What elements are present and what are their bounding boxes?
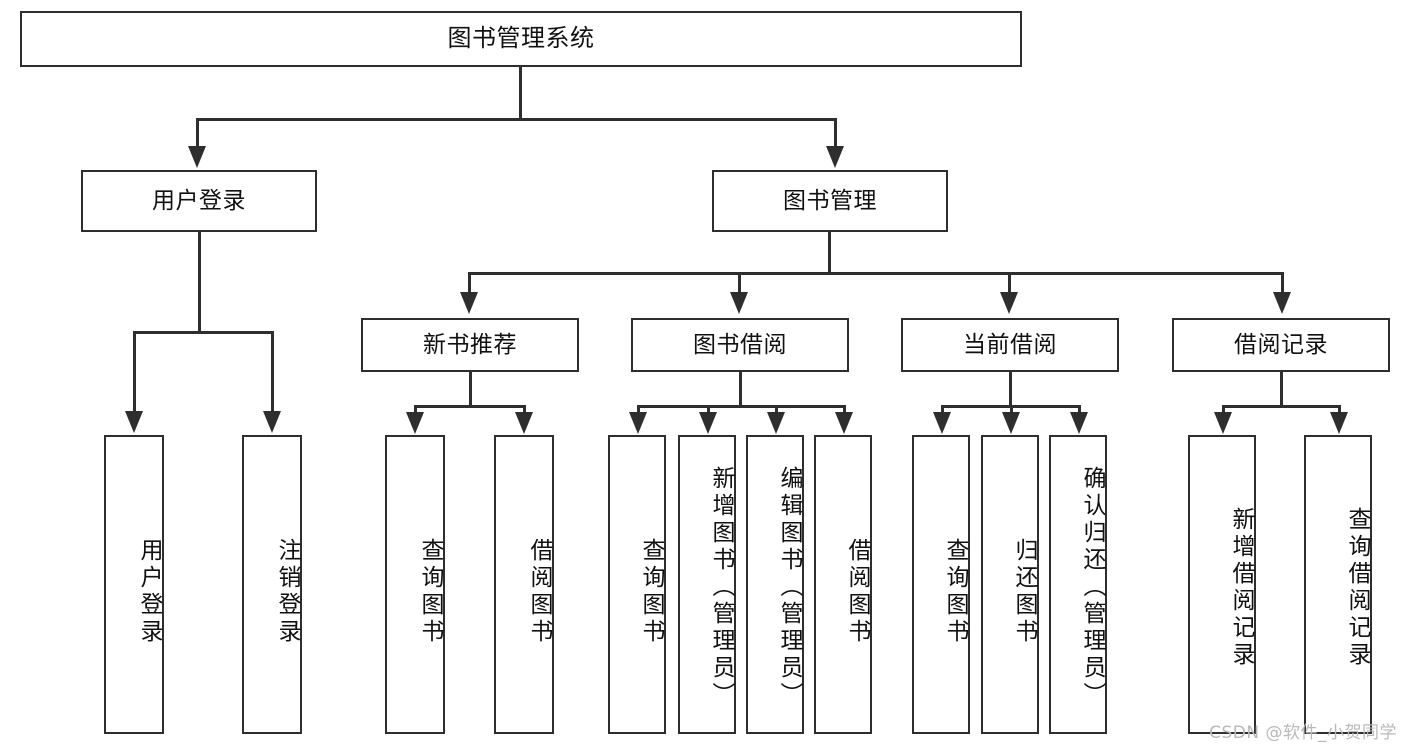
connector-current-borrow-drop-2	[1010, 405, 1013, 415]
connector-root-stem	[519, 67, 522, 120]
node-label: 借阅图书	[844, 537, 870, 646]
connector-borrow-record-drop-2	[1338, 405, 1341, 415]
leaf-edit-book-admin[interactable]: 编辑图书（管理员）	[746, 435, 804, 734]
arrow-to-user-login-leaf	[125, 411, 143, 433]
node-user-login[interactable]: 用户登录	[81, 170, 317, 232]
connector-level1-drop-left	[196, 118, 199, 146]
arrow-to-current-borrow-leaf-1	[933, 412, 951, 434]
arrow-to-current-borrow-leaf-3	[1070, 412, 1088, 434]
connector-level1-bus	[196, 118, 837, 121]
connector-level2-bus	[468, 272, 1284, 275]
node-borrow-record[interactable]: 借阅记录	[1172, 318, 1390, 372]
connector-borrow-record-drop-1	[1222, 405, 1225, 415]
arrow-to-new-book-recommend	[460, 292, 478, 314]
node-label: 确认归还（管理员）	[1079, 466, 1105, 709]
node-label: 图书管理系统	[447, 24, 595, 53]
connector-current-borrow-stem	[1009, 372, 1012, 407]
connector-user-login-bus	[133, 331, 273, 334]
arrow-to-book-management	[826, 146, 844, 168]
arrow-to-book-borrow	[730, 292, 748, 314]
arrow-to-user-login	[188, 146, 206, 168]
leaf-confirm-return-admin[interactable]: 确认归还（管理员）	[1049, 435, 1107, 734]
arrow-to-book-borrow-leaf-3	[767, 412, 785, 434]
node-label: 图书借阅	[693, 331, 787, 358]
connector-borrow-record-stem	[1280, 372, 1283, 407]
arrow-to-borrow-record-leaf-1	[1214, 412, 1232, 434]
node-label: 编辑图书（管理员）	[776, 466, 802, 709]
node-label: 新增图书（管理员）	[708, 466, 734, 709]
connector-user-login-drop-1	[133, 331, 136, 413]
connector-book-borrow-drop-1	[637, 405, 640, 415]
connector-level2-drop-3	[1008, 272, 1011, 294]
node-label: 用户登录	[136, 537, 162, 646]
node-label: 查询图书	[638, 537, 664, 646]
node-label: 新增借阅记录	[1228, 506, 1254, 669]
arrow-to-book-borrow-leaf-2	[699, 412, 717, 434]
node-label: 用户登录	[152, 187, 246, 214]
leaf-query-borrow-record[interactable]: 查询借阅记录	[1304, 435, 1372, 734]
node-label: 注销登录	[274, 537, 300, 646]
connector-book-borrow-drop-2	[707, 405, 710, 415]
connector-current-borrow-drop-3	[1078, 405, 1081, 415]
leaf-query-book-current[interactable]: 查询图书	[912, 435, 970, 734]
node-label: 借阅图书	[526, 537, 552, 646]
connector-level2-drop-1	[468, 272, 471, 294]
leaf-add-borrow-record[interactable]: 新增借阅记录	[1188, 435, 1256, 734]
arrow-to-borrow-record	[1273, 292, 1291, 314]
connector-book-borrow-bus	[637, 405, 845, 408]
connector-new-book-stem	[469, 372, 472, 407]
connector-level2-drop-4	[1281, 272, 1284, 294]
node-label: 查询图书	[942, 537, 968, 646]
arrow-to-book-borrow-leaf-4	[835, 412, 853, 434]
leaf-logout[interactable]: 注销登录	[242, 435, 302, 734]
node-label: 查询借阅记录	[1344, 506, 1370, 669]
connector-user-login-drop-2	[271, 331, 274, 413]
arrow-to-borrow-record-leaf-2	[1330, 412, 1348, 434]
node-root-book-management-system[interactable]: 图书管理系统	[20, 11, 1022, 67]
arrow-to-logout-leaf	[263, 411, 281, 433]
node-new-book-recommend[interactable]: 新书推荐	[361, 318, 579, 372]
connector-book-borrow-drop-3	[775, 405, 778, 415]
node-book-borrow[interactable]: 图书借阅	[631, 318, 849, 372]
arrow-to-current-borrow	[1000, 292, 1018, 314]
leaf-add-book-admin[interactable]: 新增图书（管理员）	[678, 435, 736, 734]
leaf-query-book-recommend[interactable]: 查询图书	[385, 435, 445, 734]
arrow-to-current-borrow-leaf-2	[1002, 412, 1020, 434]
arrow-to-new-book-leaf-2	[515, 412, 533, 434]
connector-book-borrow-stem	[739, 372, 742, 407]
connector-borrow-record-bus	[1222, 405, 1341, 408]
node-label: 图书管理	[783, 187, 877, 214]
connector-level2-drop-2	[738, 272, 741, 294]
connector-new-book-drop-2	[523, 405, 526, 415]
connector-new-book-drop-1	[414, 405, 417, 415]
connector-current-borrow-drop-1	[941, 405, 944, 415]
connector-user-login-stem	[198, 232, 201, 333]
connector-level1-drop-right	[834, 118, 837, 146]
node-label: 新书推荐	[423, 331, 517, 358]
node-label: 借阅记录	[1234, 331, 1328, 358]
node-label: 归还图书	[1011, 537, 1037, 646]
arrow-to-book-borrow-leaf-1	[629, 412, 647, 434]
leaf-borrow-book-recommend[interactable]: 借阅图书	[494, 435, 554, 734]
node-book-management[interactable]: 图书管理	[712, 170, 948, 232]
node-label: 当前借阅	[963, 331, 1057, 358]
connector-book-borrow-drop-4	[843, 405, 846, 415]
connector-book-management-stem	[828, 232, 831, 274]
leaf-borrow-book[interactable]: 借阅图书	[814, 435, 872, 734]
arrow-to-new-book-leaf-1	[406, 412, 424, 434]
csdn-watermark: CSDN @软件_小贺同学	[1209, 723, 1397, 743]
node-current-borrow[interactable]: 当前借阅	[901, 318, 1119, 372]
leaf-user-login[interactable]: 用户登录	[104, 435, 164, 734]
node-label: 查询图书	[417, 537, 443, 646]
connector-new-book-bus	[414, 405, 526, 408]
leaf-return-book[interactable]: 归还图书	[981, 435, 1039, 734]
leaf-query-book-borrow[interactable]: 查询图书	[608, 435, 666, 734]
